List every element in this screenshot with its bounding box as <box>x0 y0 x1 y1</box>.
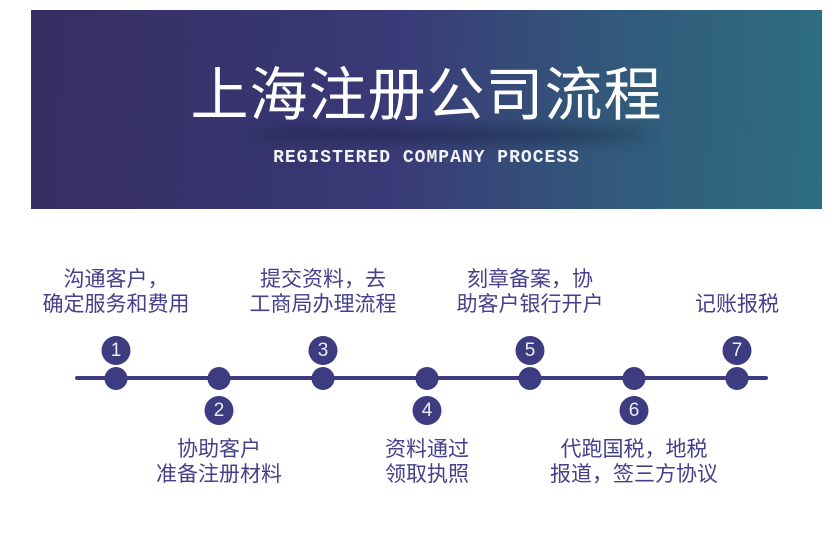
header-banner: 上海注册公司流程 REGISTERED COMPANY PROCESS <box>31 10 822 209</box>
page-title: 上海注册公司流程 <box>190 61 663 129</box>
step-4-label: 资料通过 领取执照 <box>385 438 469 486</box>
step-5-label: 刻章备案，协 助客户银行开户 <box>456 268 604 316</box>
step-1-label: 沟通客户， 确定服务和费用 <box>42 268 190 316</box>
step-3-label: 提交资料，去 工商局办理流程 <box>249 268 397 316</box>
step-6-label: 代跑国税，地税 报道，签三方协议 <box>550 438 718 486</box>
step-3-number-badge: 3 <box>308 336 338 365</box>
title-shadow-decoration <box>250 128 650 142</box>
step-2-dot <box>207 367 231 390</box>
step-7-label: 记账报税 <box>695 293 779 316</box>
step-2-number-badge: 2 <box>204 396 234 425</box>
step-4-dot <box>415 367 439 390</box>
step-4-number-badge: 4 <box>412 396 442 425</box>
page-subtitle: REGISTERED COMPANY PROCESS <box>273 148 580 168</box>
step-3-dot <box>311 367 335 390</box>
step-1-number-badge: 1 <box>101 336 131 365</box>
step-1-dot <box>104 367 128 390</box>
step-2-label: 协助客户 准备注册材料 <box>156 438 282 486</box>
step-5-dot <box>518 367 542 390</box>
step-7-dot <box>725 367 749 390</box>
step-6-dot <box>622 367 646 390</box>
step-5-number-badge: 5 <box>515 336 545 365</box>
step-7-number-badge: 7 <box>722 336 752 365</box>
step-6-number-badge: 6 <box>619 396 649 425</box>
